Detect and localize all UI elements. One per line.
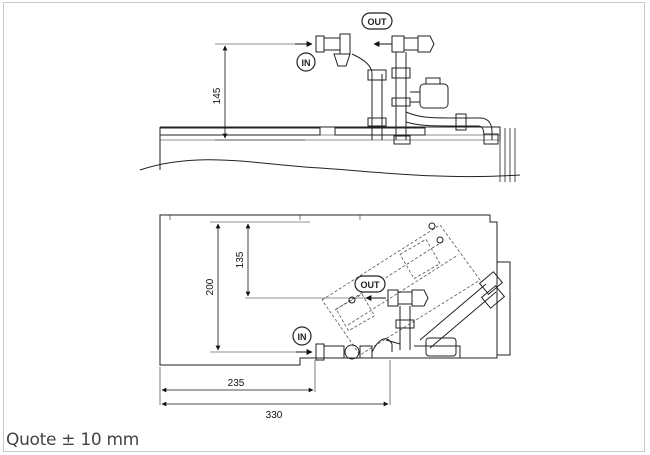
in-badge-top: IN bbox=[296, 52, 316, 72]
bottom-view bbox=[159, 214, 511, 407]
top-view bbox=[139, 33, 521, 182]
dim-135: 135 bbox=[235, 251, 246, 268]
dim-200: 200 bbox=[205, 278, 216, 295]
dim-235: 235 bbox=[228, 378, 245, 389]
dim-330: 330 bbox=[266, 410, 283, 421]
svg-text:OUT: OUT bbox=[361, 280, 381, 290]
dim-145: 145 bbox=[212, 87, 223, 104]
svg-text:IN: IN bbox=[302, 58, 311, 68]
in-badge-bottom: IN bbox=[292, 326, 312, 346]
caption-tolerance: Quote ± 10 mm bbox=[6, 430, 139, 450]
drawing-frame bbox=[3, 2, 645, 452]
svg-text:OUT: OUT bbox=[368, 17, 388, 27]
out-badge-top: OUT bbox=[361, 12, 393, 30]
svg-text:IN: IN bbox=[298, 332, 307, 342]
out-badge-bottom: OUT bbox=[354, 275, 386, 293]
